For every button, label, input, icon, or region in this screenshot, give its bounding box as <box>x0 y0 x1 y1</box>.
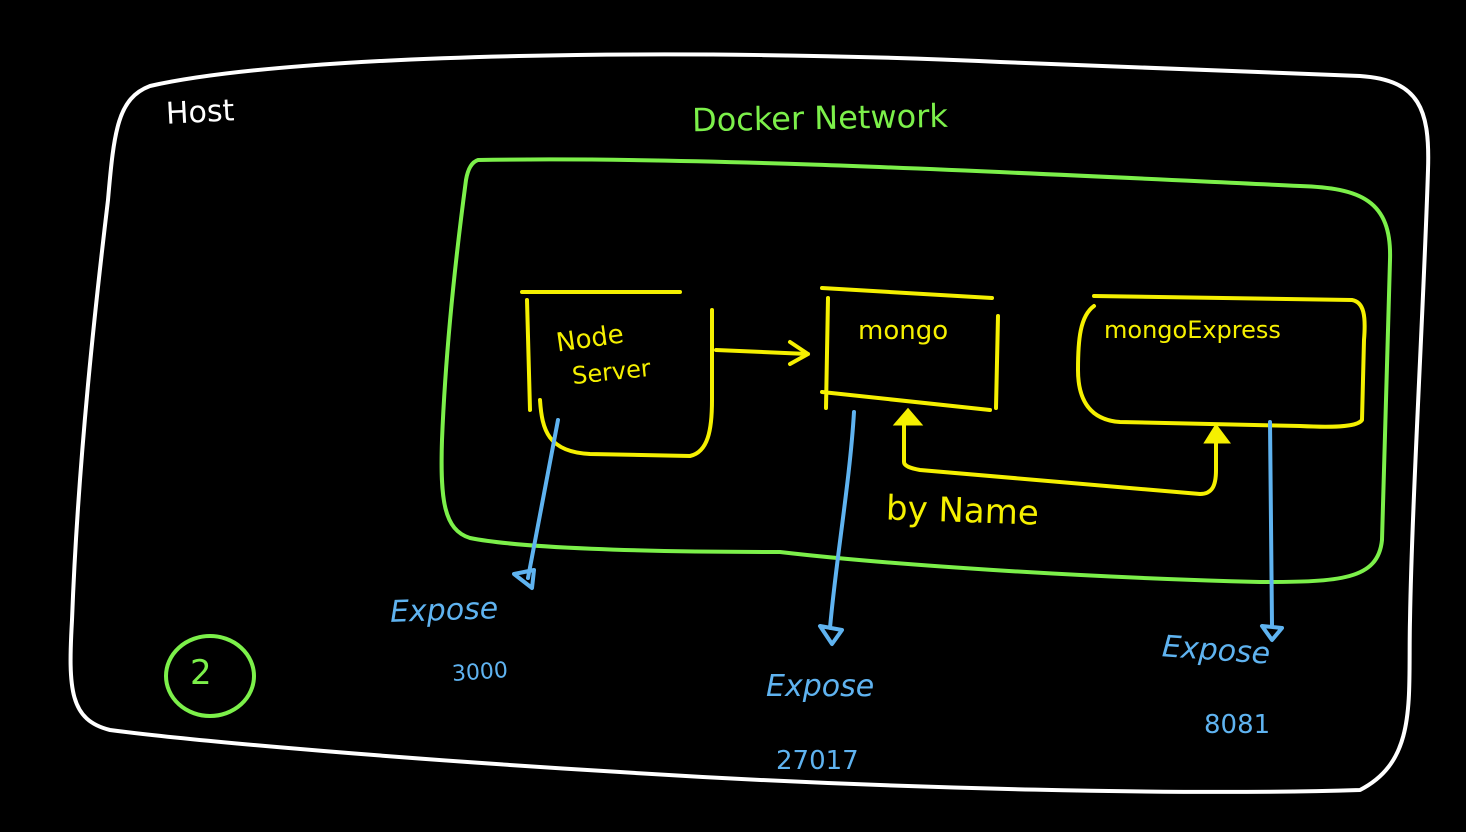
host-boundary <box>68 52 1431 794</box>
mongo-express-expose-line <box>1260 420 1284 642</box>
mongo-express-arrowhead <box>1203 423 1231 444</box>
node-to-mongo-arrow <box>714 340 810 366</box>
mongo-box <box>820 286 1000 412</box>
mongo-arrowhead <box>892 407 924 426</box>
mongo-label: mongo <box>858 316 949 346</box>
docker-network-label: Docker Network <box>691 96 949 140</box>
step-circle <box>164 634 256 718</box>
mongo-expose-label: Expose <box>766 669 875 704</box>
node-port-label: 3000 <box>451 658 509 687</box>
by-name-connector <box>902 418 1218 496</box>
host-label: Host <box>165 93 236 132</box>
mongo-express-expose-label: Expose <box>1160 629 1272 672</box>
step-number: 2 <box>190 653 212 693</box>
mongo-port-label: 27017 <box>776 746 859 776</box>
mongo-express-port-label: 8081 <box>1204 710 1271 740</box>
mongo-express-label: mongoExpress <box>1104 316 1281 344</box>
mongo-express-box <box>1076 294 1367 429</box>
docker-network-boundary <box>439 157 1393 584</box>
by-name-label: by Name <box>885 488 1040 534</box>
node-expose-line <box>512 418 560 590</box>
node-server-box <box>520 290 714 458</box>
mongo-expose-line <box>818 410 856 646</box>
node-expose-label: Expose <box>389 591 499 630</box>
